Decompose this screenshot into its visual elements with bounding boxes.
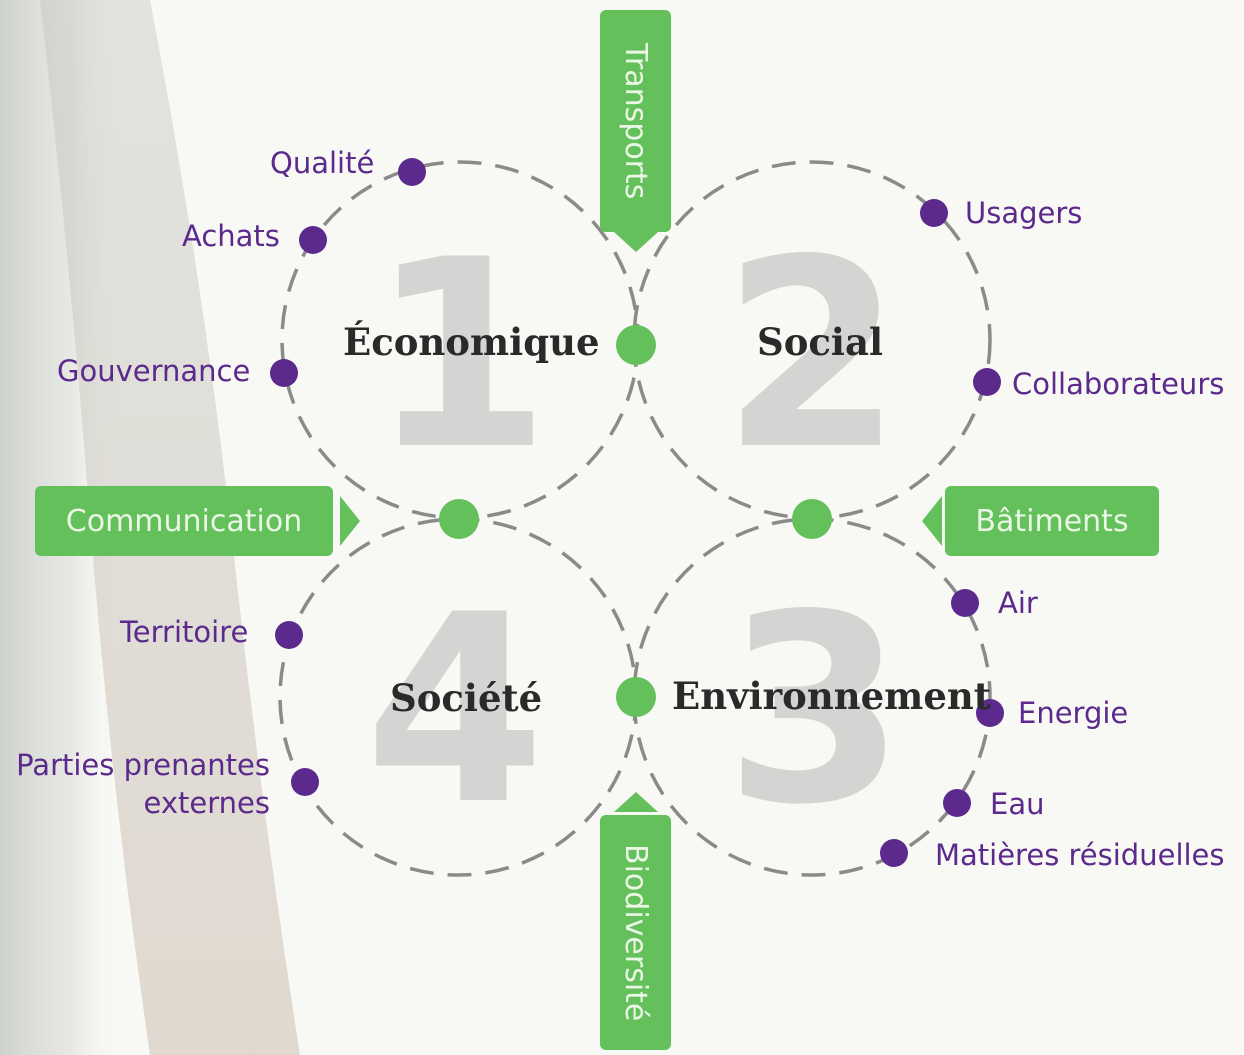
tab-biodiversite-label: Biodiversité — [618, 843, 653, 1022]
junction-dot-right — [792, 499, 832, 539]
label-qualite: Qualité — [270, 146, 375, 180]
tab-communication-label: Communication — [65, 503, 303, 539]
numeral-3: 3 — [725, 560, 906, 862]
dot-parties-prenantes — [291, 768, 319, 796]
tab-batiments-label: Bâtiments — [975, 503, 1129, 539]
batiments-pointer-icon — [922, 496, 942, 546]
title-social: Social — [757, 320, 884, 364]
label-achats: Achats — [182, 219, 280, 253]
label-parties-prenantes: Parties prenantes externes — [8, 748, 270, 820]
biodiversite-pointer-icon — [614, 792, 658, 812]
numeral-2: 2 — [722, 205, 903, 507]
tab-biodiversite: Biodiversité — [600, 815, 671, 1050]
label-air: Air — [998, 586, 1038, 620]
label-usagers: Usagers — [965, 196, 1083, 230]
junction-dot-center-bottom — [616, 677, 656, 717]
label-parties-prenantes-line2: externes — [143, 786, 270, 820]
junction-dot-left — [439, 499, 479, 539]
numeral-1: 1 — [370, 205, 551, 507]
dot-eau — [943, 789, 971, 817]
dot-matieres-residuelles — [880, 839, 908, 867]
label-eau: Eau — [990, 787, 1045, 821]
dot-air — [951, 589, 979, 617]
label-gouvernance: Gouvernance — [57, 354, 251, 388]
tab-batiments: Bâtiments — [945, 486, 1159, 556]
title-societe: Société — [390, 676, 543, 720]
dot-gouvernance — [270, 359, 298, 387]
transports-pointer-icon — [614, 232, 658, 252]
dot-collaborateurs — [973, 368, 1001, 396]
communication-pointer-icon — [340, 496, 360, 546]
label-matieres-residuelles: Matières résiduelles — [935, 838, 1225, 872]
dot-qualite — [398, 158, 426, 186]
dot-usagers — [920, 199, 948, 227]
dot-territoire — [275, 621, 303, 649]
label-energie: Energie — [1018, 696, 1129, 730]
tab-transports: Transports — [600, 10, 671, 232]
tab-communication: Communication — [35, 486, 333, 556]
label-parties-prenantes-line1: Parties prenantes — [16, 748, 270, 782]
dot-energie — [976, 699, 1004, 727]
junction-dot-center-top — [616, 325, 656, 365]
numeral-4: 4 — [365, 560, 546, 862]
label-collaborateurs: Collaborateurs — [1012, 367, 1225, 401]
title-economique: Économique — [343, 320, 600, 364]
label-territoire: Territoire — [120, 615, 249, 649]
tab-transports-label: Transports — [618, 42, 653, 200]
dot-achats — [299, 226, 327, 254]
title-environnement: Environnement — [672, 674, 991, 718]
